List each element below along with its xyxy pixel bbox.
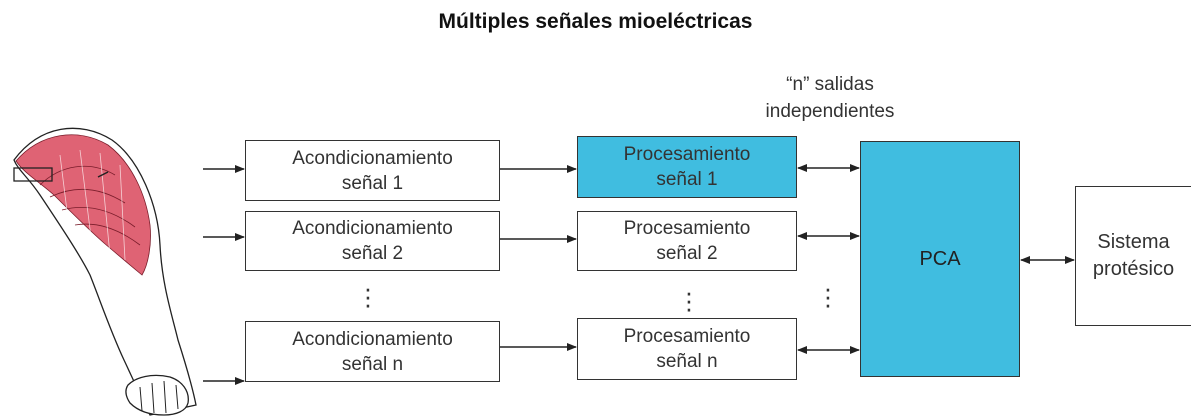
processing-box-2: Procesamiento señal 2 [577,211,797,271]
processing-box-1-line2: señal 1 [656,169,718,190]
processing-box-n: Procesamiento señal n [577,318,797,380]
conditioning-box-1: Acondicionamiento señal 1 [245,140,500,201]
outputs-note: “n” salidas independientes [740,71,920,125]
conditioning-box-n-line2: señal n [341,353,404,375]
conditioning-box-n: Acondicionamiento señal n [245,321,500,382]
ellipsis-outputs: ··· [823,273,833,319]
system-line1: Sistema [1097,231,1170,253]
conditioning-box-2-line1: Acondicionamiento [292,218,453,239]
processing-box-2-line2: señal 2 [656,243,718,264]
ellipsis-conditioning: ··· [363,273,373,319]
conditioning-box-2-line2: señal 2 [341,243,404,264]
processing-box-2-line1: Procesamiento [623,218,751,239]
processing-box-1: Procesamiento señal 1 [577,136,797,198]
conditioning-box-1-line1: Acondicionamiento [292,147,453,169]
system-line2: protésico [1092,258,1175,280]
processing-box-1-line1: Procesamiento [623,144,751,165]
ellipsis-processing: ··· [684,277,694,323]
pca-label: PCA [919,247,961,270]
conditioning-box-n-line1: Acondicionamiento [292,328,453,350]
conditioning-box-1-line2: señal 1 [341,172,404,194]
prosthetic-system-box: Sistema protésico [1075,186,1191,326]
diagram-title: Múltiples señales mioeléctricas [438,10,753,33]
arm-muscle-icon [13,127,197,416]
outputs-note-line2: independientes [765,101,895,122]
pca-block: PCA [860,141,1020,377]
conditioning-box-2: Acondicionamiento señal 2 [245,211,500,271]
processing-box-n-line1: Procesamiento [623,326,751,347]
outputs-note-line1: “n” salidas [786,74,874,95]
processing-box-n-line2: señal n [656,351,718,372]
